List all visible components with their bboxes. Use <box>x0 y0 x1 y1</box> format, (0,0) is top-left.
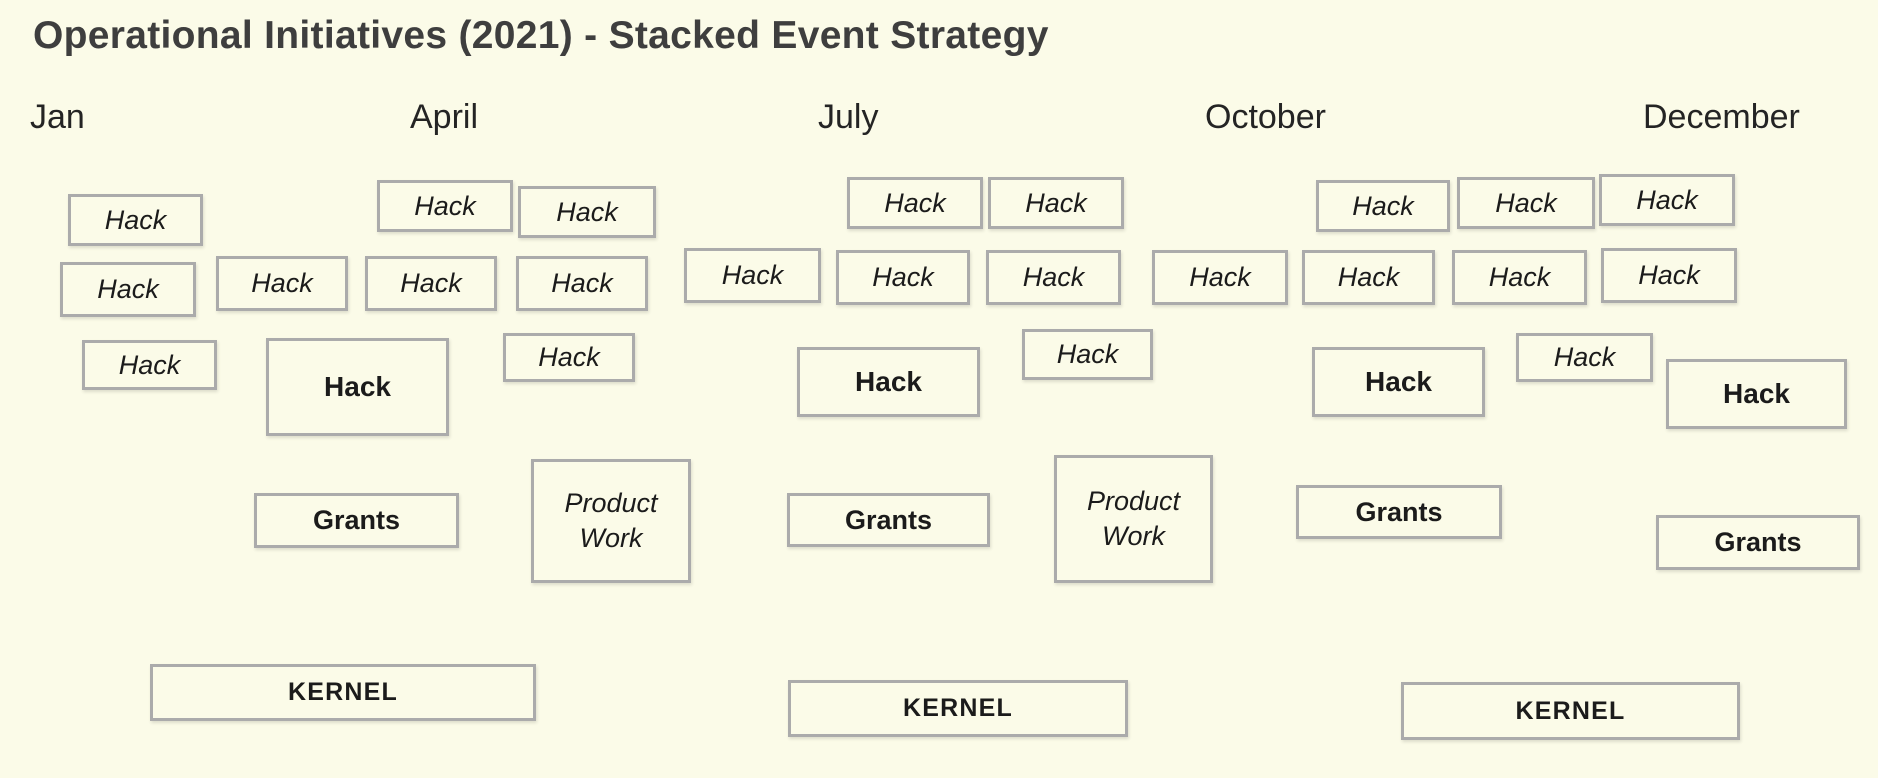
box-label: KERNEL <box>1515 696 1626 725</box>
box-hack: Hack <box>60 262 196 317</box>
box-hack: Hack <box>82 340 217 390</box>
box-label: Hack <box>1553 342 1616 372</box>
box-kernel: KERNEL <box>788 680 1128 737</box>
month-label-july: July <box>818 98 879 136</box>
box-label: KERNEL <box>288 678 398 706</box>
box-label: Hack <box>1488 262 1551 292</box>
box-hack: Hack <box>797 347 980 417</box>
box-label: Hack <box>400 268 462 298</box>
box-grants: Grants <box>1296 485 1502 539</box>
box-hack: Hack <box>1022 329 1153 380</box>
box-hack: Hack <box>847 177 983 229</box>
box-grants: Grants <box>254 493 459 548</box>
box-label: Hack <box>251 268 313 298</box>
box-hack: Hack <box>1316 180 1450 232</box>
box-label: Grants <box>844 504 933 535</box>
box-hack: Hack <box>1601 248 1737 303</box>
box-grants: Grants <box>787 493 990 547</box>
box-hack: Hack <box>377 180 513 232</box>
box-hack: Hack <box>1312 347 1485 417</box>
box-grants: Grants <box>1656 515 1860 570</box>
box-hack: Hack <box>1516 333 1653 382</box>
box-label: Hack <box>884 187 946 218</box>
box-label: Hack <box>556 196 618 227</box>
box-label: Grants <box>1355 496 1443 527</box>
box-hack: Hack <box>68 194 203 246</box>
box-label: Hack <box>1723 378 1790 409</box>
box-label: Hack <box>324 371 391 402</box>
box-hack: Hack <box>986 250 1121 305</box>
box-label: KERNEL <box>903 694 1013 722</box>
box-hack: Hack <box>1666 359 1847 429</box>
box-hack: Hack <box>503 333 635 382</box>
box-hack: Hack <box>365 256 497 311</box>
box-label: Product Work <box>564 487 658 553</box>
box-label: Hack <box>1365 366 1432 397</box>
box-hack: Hack <box>684 248 821 303</box>
box-label: Hack <box>1638 260 1700 290</box>
box-label: Hack <box>1189 262 1251 292</box>
box-product-work: Product Work <box>1054 455 1213 583</box>
box-label: Hack <box>538 342 600 372</box>
box-hack: Hack <box>1452 250 1587 305</box>
box-label: Hack <box>1022 262 1085 292</box>
box-label: Hack <box>97 274 159 304</box>
box-hack: Hack <box>988 177 1124 229</box>
box-label: Grants <box>1714 527 1802 557</box>
box-hack: Hack <box>1302 250 1435 305</box>
box-label: Hack <box>872 262 934 292</box>
month-label-jan: Jan <box>30 98 85 136</box>
box-hack: Hack <box>518 186 656 238</box>
box-label: Hack <box>104 204 167 235</box>
box-hack: Hack <box>216 256 348 311</box>
box-label: Hack <box>551 268 613 298</box>
box-label: Hack <box>1056 339 1119 369</box>
box-hack: Hack <box>1599 174 1735 226</box>
box-product-work: Product Work <box>531 459 691 583</box>
diagram-title: Operational Initiatives (2021) - Stacked… <box>33 14 1049 57</box>
box-hack: Hack <box>1457 177 1595 229</box>
box-hack: Hack <box>1152 250 1288 305</box>
box-kernel: KERNEL <box>150 664 536 721</box>
box-label: Hack <box>1636 184 1698 215</box>
box-label: Hack <box>1025 187 1087 218</box>
month-label-april: April <box>410 98 479 136</box>
box-hack: Hack <box>836 250 970 305</box>
month-label-december: December <box>1643 98 1800 136</box>
box-label: Hack <box>1495 187 1557 218</box>
box-hack: Hack <box>516 256 648 311</box>
box-label: Product Work <box>1086 485 1181 551</box>
box-label: Hack <box>855 366 922 397</box>
box-label: Hack <box>118 349 181 380</box>
box-label: Hack <box>1337 262 1400 292</box>
box-label: Hack <box>414 190 476 221</box>
box-label: Grants <box>312 505 401 535</box>
box-kernel: KERNEL <box>1401 682 1740 740</box>
month-label-october: October <box>1205 98 1326 136</box>
box-hack: Hack <box>266 338 449 436</box>
box-label: Hack <box>721 260 784 290</box>
box-label: Hack <box>1352 190 1414 221</box>
